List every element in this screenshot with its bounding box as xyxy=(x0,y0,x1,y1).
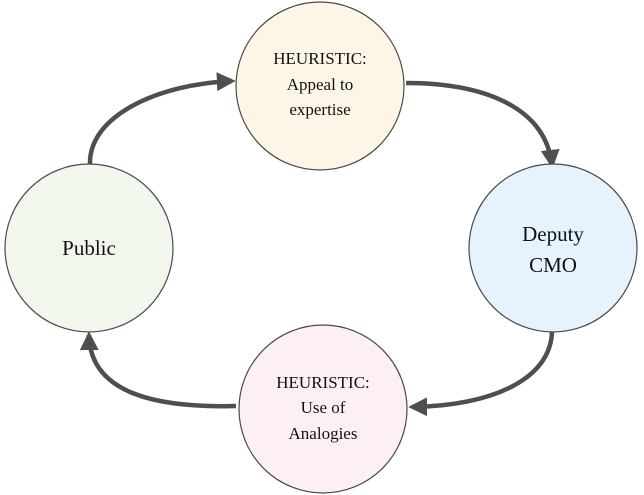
node-use-of-analogies: HEURISTIC: Use of Analogies xyxy=(238,324,408,494)
node-deputy-line-1: Deputy xyxy=(522,222,584,246)
arrow-appeal-to-deputy xyxy=(405,80,560,169)
arrow-public-to-appeal xyxy=(87,72,236,166)
node-appeal-line-2: Appeal to xyxy=(287,75,354,94)
node-appeal-to-expertise: HEURISTIC: Appeal to expertise xyxy=(235,1,405,171)
node-analogies-line-2: Use of xyxy=(301,398,346,417)
arrow-deputy-to-analogies xyxy=(408,329,555,417)
node-deputy-cmo: Deputy CMO xyxy=(468,163,638,333)
node-public-circle xyxy=(4,163,174,333)
arrow-analogies-to-public xyxy=(79,331,237,409)
node-public-line-1: Public xyxy=(62,236,116,260)
node-analogies-line-1: HEURISTIC: xyxy=(276,373,370,392)
node-analogies-line-3: Analogies xyxy=(289,424,358,443)
node-appeal-line-3: expertise xyxy=(289,100,350,119)
node-deputy-line-2: CMO xyxy=(529,253,577,277)
node-public: Public xyxy=(4,163,174,333)
node-appeal-line-1: HEURISTIC: xyxy=(273,49,367,68)
node-deputy-circle xyxy=(468,163,638,333)
node-appeal-circle xyxy=(235,1,405,171)
node-analogies-circle xyxy=(238,324,408,494)
